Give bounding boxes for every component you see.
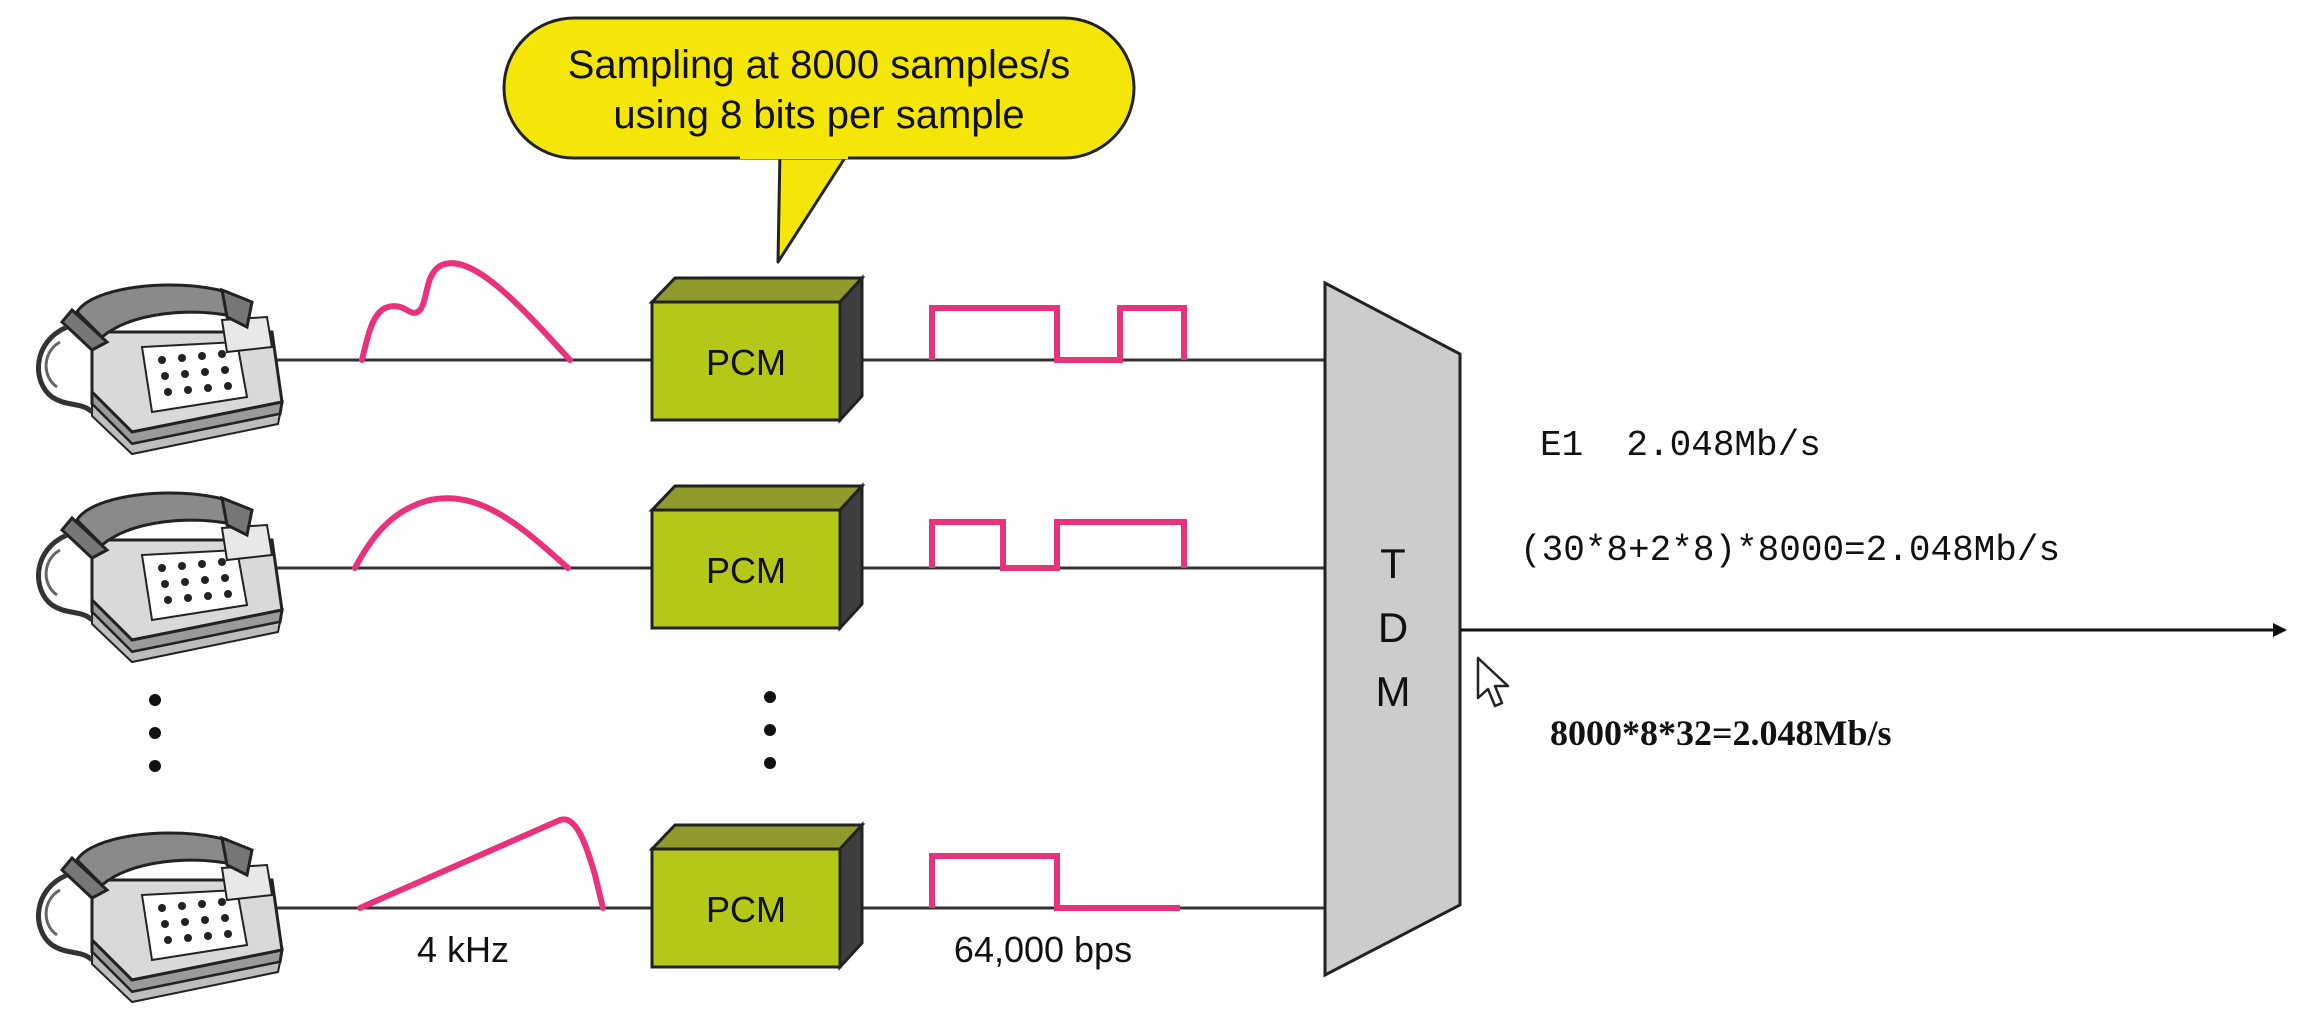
pcm-block-3: PCM	[648, 821, 866, 971]
formula-2: 8000*8*32=2.048Mb/s	[1550, 713, 1892, 753]
callout-line1: Sampling at 8000 samples/s	[568, 43, 1071, 87]
tdm-multiplexer: T D M	[1323, 280, 1462, 978]
analog-wave-1	[359, 260, 573, 363]
pcm-label: PCM	[706, 550, 786, 591]
mouse-cursor-icon	[1476, 656, 1510, 708]
telephone-icon	[38, 285, 282, 454]
callout-bubble: Sampling at 8000 samples/s using 8 bits …	[502, 16, 1136, 264]
callout-pointer	[776, 148, 852, 264]
vertical-ellipsis-icon	[149, 694, 161, 772]
pcm-label: PCM	[706, 342, 786, 383]
e1-rate-label: E1 2.048Mb/s	[1540, 425, 1821, 466]
vertical-ellipsis-icon	[764, 691, 776, 769]
digital-wave-2	[929, 519, 1187, 571]
callout-line2: using 8 bits per sample	[613, 93, 1024, 137]
digital-wave-1	[929, 305, 1187, 363]
formula-1: (30*8+2*8)*8000=2.048Mb/s	[1520, 530, 2060, 571]
analog-waveforms	[352, 260, 606, 911]
tdm-letter-d: D	[1378, 604, 1408, 651]
pcm-block-1: PCM	[648, 274, 866, 424]
callout-body	[502, 16, 1136, 160]
tdm-letter-m: M	[1376, 668, 1411, 715]
pcm-block-2: PCM	[648, 482, 866, 632]
bandwidth-label: 4 kHz	[417, 929, 509, 970]
bitrate-label: 64,000 bps	[954, 929, 1132, 970]
digital-wave-3	[929, 853, 1180, 911]
analog-wave-3	[357, 816, 606, 911]
tdm-letter-t: T	[1380, 540, 1406, 587]
digital-waveforms	[929, 305, 1187, 911]
pcm-label: PCM	[706, 889, 786, 930]
telephone-icon	[38, 833, 282, 1002]
analog-wave-2	[352, 495, 571, 571]
telephone-icon	[38, 493, 282, 662]
